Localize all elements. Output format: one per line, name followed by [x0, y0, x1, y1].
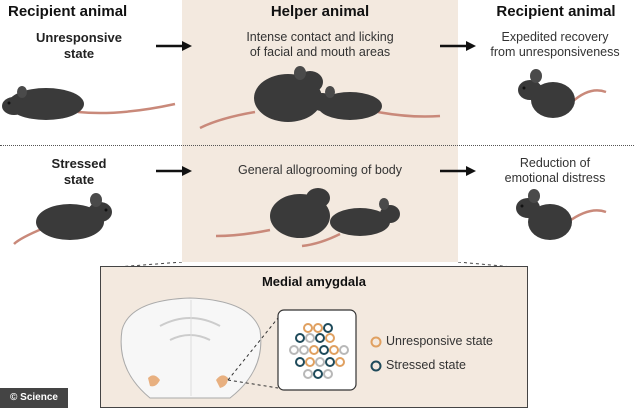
- header-recipient-left: Recipient animal: [8, 3, 128, 20]
- mouse-icon: [518, 69, 607, 118]
- brain-icon: [120, 297, 262, 399]
- mouse-icon: [13, 193, 112, 245]
- legend-label-unresponsive: Unresponsive state: [386, 334, 494, 348]
- arrow-right-icon: [156, 166, 192, 176]
- mouse-icon: [301, 198, 400, 248]
- mouse-icon: [2, 86, 176, 120]
- state-label-stressed: Stressed state: [51, 156, 107, 187]
- mouse-icon: [311, 86, 441, 120]
- arrow-right-icon: [440, 41, 476, 51]
- legend-marker-unresponsive: [370, 336, 382, 348]
- credit-label: © Science: [0, 388, 68, 408]
- mouse-icon: [215, 188, 330, 238]
- mouse-icon: [199, 66, 323, 130]
- helper-action-unresponsive: Intense contact and licking of facial an…: [246, 30, 394, 59]
- brain-section-diagram: [120, 297, 382, 399]
- legend-marker-stressed: [370, 360, 382, 372]
- mice-illustrations: [2, 66, 607, 248]
- state-label-unresponsive: Unresponsive state: [36, 30, 122, 61]
- row-divider: [0, 145, 634, 146]
- arrow-right-icon: [156, 41, 192, 51]
- arrow-right-icon: [440, 166, 476, 176]
- helper-action-stressed: General allogrooming of body: [238, 163, 402, 177]
- inset-title: Medial amygdala: [261, 274, 367, 289]
- neuron-cluster: [289, 323, 349, 379]
- legend-label-stressed: Stressed state: [386, 358, 466, 372]
- header-recipient-right: Recipient animal: [496, 3, 616, 20]
- outcome-stressed: Reduction of emotional distress: [504, 156, 606, 185]
- header-helper: Helper animal: [270, 3, 370, 20]
- mouse-icon: [516, 189, 607, 240]
- outcome-unresponsive: Expedited recovery from unresponsiveness: [490, 30, 620, 59]
